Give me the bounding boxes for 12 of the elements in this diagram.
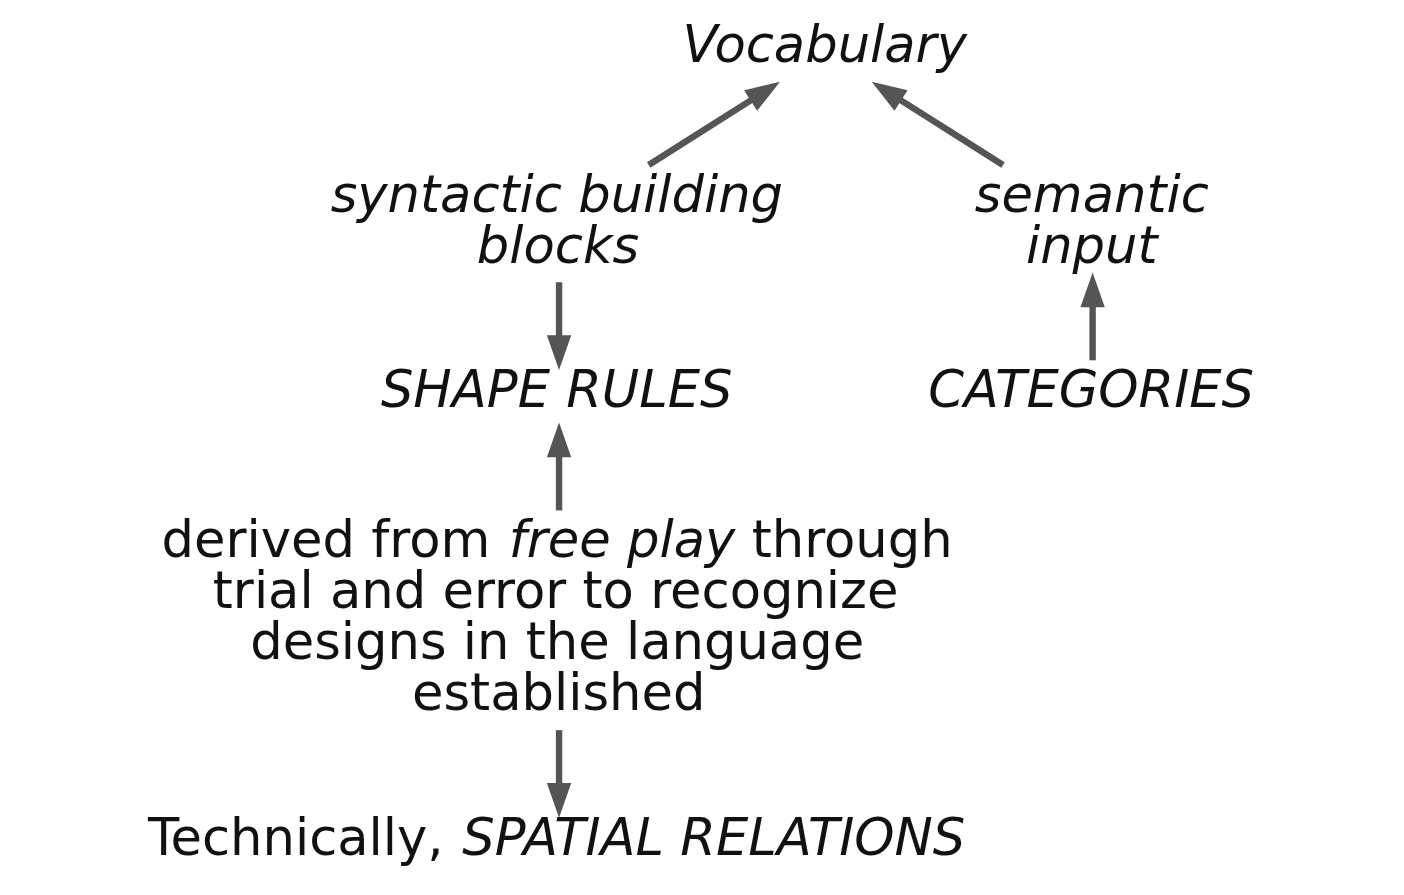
node-text: semantic input — [974, 164, 1209, 275]
node-text: Technically, SPATIAL RELATIONS — [147, 807, 965, 867]
node-text: SHAPE RULES — [380, 360, 733, 420]
arrow — [546, 422, 571, 511]
arrow — [546, 282, 571, 370]
arrow — [646, 81, 780, 168]
arrow — [1079, 272, 1105, 361]
node-text: Vocabulary — [681, 14, 967, 74]
node-text: derived from free play through trial and error to recognize designs in the language established — [161, 509, 953, 723]
node-text: CATEGORIES — [927, 360, 1254, 420]
arrow — [871, 81, 1005, 168]
node-text: syntactic building blocks — [330, 164, 783, 275]
